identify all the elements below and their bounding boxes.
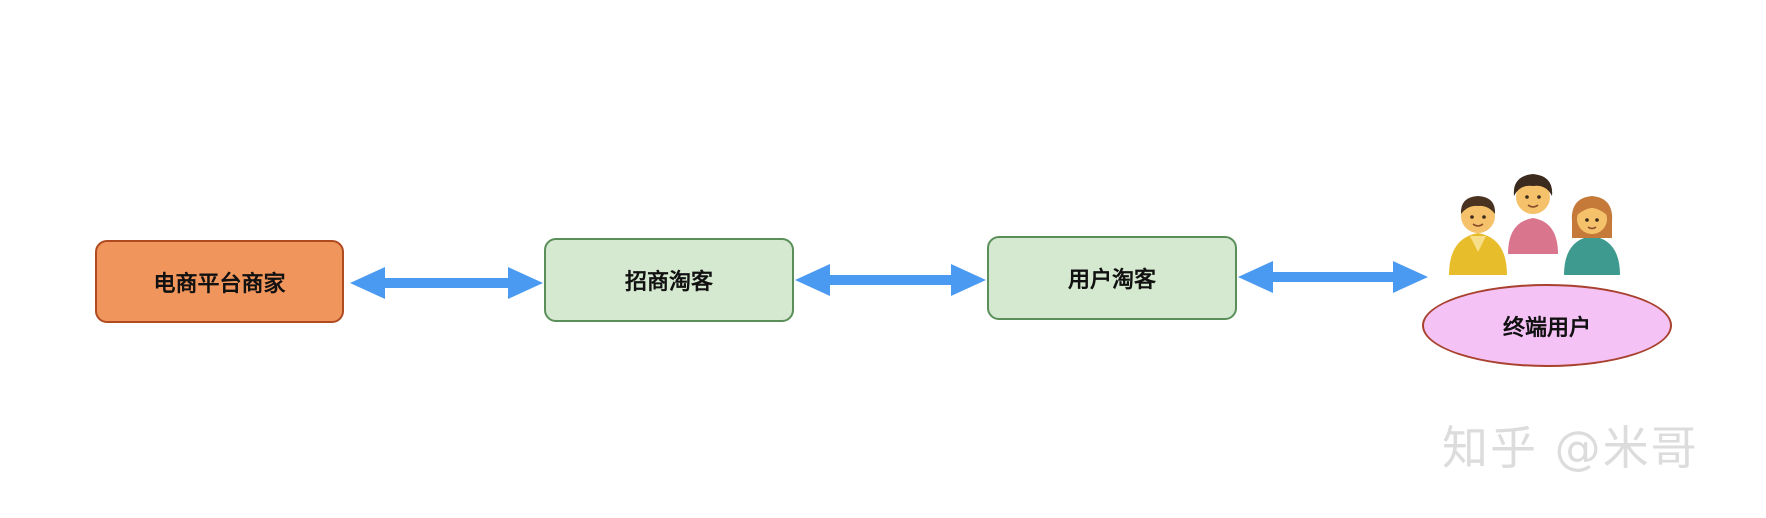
- person-left-icon: [1449, 196, 1507, 275]
- person-right-icon: [1564, 196, 1620, 275]
- node-recruit-taoke-label: 招商淘客: [624, 270, 713, 295]
- people-group-icon: [1449, 174, 1620, 275]
- node-user-taoke-label: 用户淘客: [1067, 268, 1156, 293]
- watermark-text: 知乎 @米哥: [1442, 421, 1699, 475]
- node-ecommerce-merchant-label: 电商平台商家: [153, 271, 286, 297]
- person-middle-icon: [1508, 174, 1558, 254]
- node-end-user: 终端用户: [1422, 284, 1672, 367]
- node-user-taoke: 用户淘客: [987, 236, 1237, 320]
- bidirectional-arrow-recruit-usertaoke: [795, 264, 986, 296]
- bidirectional-arrow-merchant-recruit: [350, 267, 543, 299]
- node-ecommerce-merchant: 电商平台商家: [95, 240, 344, 323]
- node-end-user-label: 终端用户: [1502, 315, 1591, 341]
- node-recruit-taoke: 招商淘客: [544, 238, 794, 322]
- bidirectional-arrow-usertaoke-enduser: [1238, 261, 1428, 293]
